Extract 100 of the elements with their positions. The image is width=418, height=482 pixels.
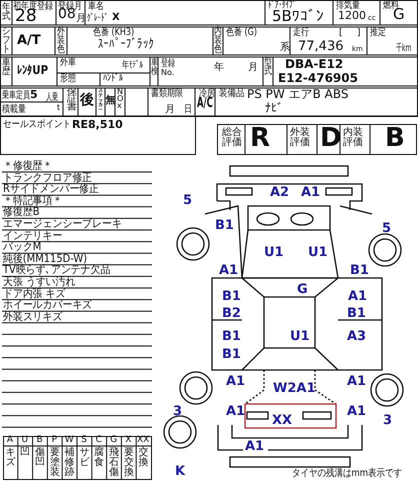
damage-code: A1 <box>226 375 246 390</box>
field-text: D <box>320 124 342 153</box>
field-text: PS PW エアB ABS <box>247 88 348 102</box>
field-text: 年ﾓﾃﾞﾙ <box>122 60 143 71</box>
damage-code: B1 <box>350 264 369 278</box>
damage-code: 5 <box>183 194 192 208</box>
field-text: ｸﾞﾚｰﾄﾞ <box>87 13 108 24</box>
damage-code: A1 <box>347 375 366 390</box>
field-text: 年 <box>214 62 224 73</box>
damage-code: 5 <box>382 222 392 236</box>
field-text: B <box>385 124 405 153</box>
field-text: バックM <box>3 241 42 254</box>
damage-code: A1 <box>347 405 366 420</box>
damage-code: XX <box>272 414 292 428</box>
damage-code: U1 <box>308 246 328 260</box>
field-text: 形態 <box>60 73 76 84</box>
field-text: 内装色 <box>214 27 222 54</box>
field-text: t <box>57 104 60 113</box>
damage-code: B1 <box>222 330 241 344</box>
field-text: E12-476905 <box>278 72 358 86</box>
legend-meaning: キズ <box>5 448 16 468</box>
damage-code: B2 <box>222 307 241 322</box>
field-text: 1200 <box>338 10 366 22</box>
legend-meaning: 凹 <box>20 448 30 458</box>
field-text: R <box>250 124 270 153</box>
field-text: 月 <box>76 13 86 24</box>
field-text: 外装色 <box>57 27 65 54</box>
field-text: ] <box>357 29 361 39</box>
field-text: 人乗 <box>46 92 58 103</box>
damage-code: W2A1 <box>273 382 316 396</box>
damage-code: A1 <box>219 264 238 278</box>
field-text: ドア内張 キズ <box>3 288 66 300</box>
legend-meaning: 腐食 <box>94 448 104 468</box>
legend-meaning: 傷凹 <box>35 448 45 468</box>
field-text: No. <box>161 69 174 78</box>
legend-meaning: サビ <box>79 448 90 468</box>
field-text: A/T <box>17 34 41 48</box>
field-text: 修復歴B <box>3 206 40 218</box>
field-text: 月 <box>165 104 175 115</box>
legend-meaning: 交換 <box>138 448 149 468</box>
field-text: 乗車定員 <box>2 90 30 101</box>
field-text: 系 <box>280 42 290 53</box>
field-text: 色番 (G) <box>226 27 257 38</box>
field-text: 登録 <box>161 58 175 69</box>
damage-code: A1 <box>348 290 368 304</box>
field-text: 走行 <box>293 27 309 38</box>
field-text: 車検 <box>150 58 158 76</box>
field-text: 千km <box>396 43 412 54</box>
legend-meaning: 要塗装 <box>50 448 60 478</box>
field-text: セールスポイント <box>3 119 71 130</box>
field-text: 5 <box>30 89 38 102</box>
field-text: 無 <box>106 95 116 106</box>
field-text: 純後(MM115D-W) <box>3 252 88 265</box>
field-text: 外装評価 <box>290 128 310 148</box>
field-text: A/C <box>197 96 213 112</box>
damage-code: A2 <box>270 186 290 200</box>
damage-code: U1 <box>290 330 310 344</box>
field-text: トランクフロア修正 <box>3 172 92 184</box>
field-text: タイヤの残溝はmm表示です <box>292 468 402 479</box>
field-text: 冷房 <box>199 88 215 99</box>
field-text: 積載量 <box>2 104 26 115</box>
damage-code: 3 <box>383 414 392 428</box>
damage-code: G <box>297 283 308 298</box>
field-text: 日 <box>184 104 192 115</box>
field-text: ＊修復歴＊ <box>3 160 52 172</box>
field-text: 外装スリキズ <box>3 310 62 323</box>
legend-meaning: 飛石傷 <box>109 448 119 478</box>
field-text: 書類期限 <box>151 88 183 99</box>
field-text: インテリキー <box>3 230 62 242</box>
damage-code: K <box>175 465 186 480</box>
field-text: ホイールカバーキズ <box>3 299 92 312</box>
field-text: ＊特記事項＊ <box>3 194 62 207</box>
damage-code: 3 <box>173 405 182 420</box>
field-text: 5Bﾜｺﾞﾝ <box>272 8 324 24</box>
field-text: ｽｰﾊﾟｰﾌﾞﾗｯｸ <box>98 38 154 52</box>
field-text: シフト <box>2 27 10 54</box>
field-text: 推定 <box>370 27 386 38</box>
field-text: 後 <box>80 93 94 108</box>
field-text: 月 <box>248 62 258 73</box>
damage-code: B1 <box>222 348 241 362</box>
field-text: 外車 <box>60 57 76 68</box>
field-text: [ <box>339 29 343 39</box>
field-text: 総合評価 <box>222 128 242 148</box>
field-text: ﾅﾋﾞ <box>265 102 283 116</box>
field-text: ﾚﾝﾀUP <box>17 64 48 78</box>
damage-code: A1 <box>226 405 246 420</box>
field-text: X <box>112 12 120 23</box>
damage-code: B1 <box>215 219 234 234</box>
field-text: DBA-E12 <box>285 58 344 72</box>
damage-code: B1 <box>222 290 241 304</box>
field-text: 車歴 <box>2 58 10 76</box>
damage-code: B1 <box>347 307 366 322</box>
legend-meaning: 要交換 <box>124 448 134 478</box>
field-text: 色番 (KH3) <box>93 27 134 38</box>
damage-code: U1 <box>264 246 284 260</box>
legend-meaning: 補修跡 <box>64 448 75 478</box>
field-text: 77,436 <box>298 40 344 54</box>
damage-code: A1 <box>245 440 264 454</box>
field-text: 内装評価 <box>343 128 363 148</box>
field-text: 車名 <box>88 1 104 12</box>
